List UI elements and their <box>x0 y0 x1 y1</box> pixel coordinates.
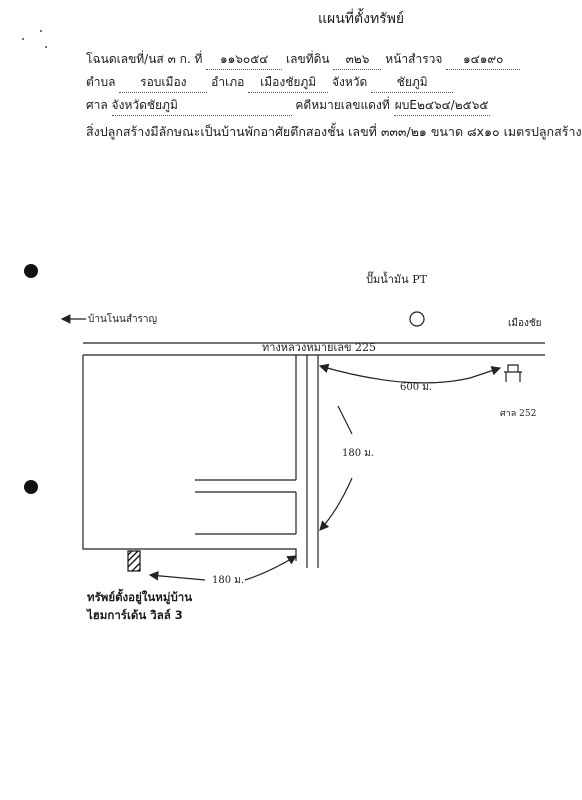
district-value: เมืองชัยภูมิ <box>248 73 329 93</box>
distance-180-bottom-label: 180 ม. <box>212 575 245 586</box>
court-row: ศาล จังหวัดชัยภูมิ คดีหมายเลขแดงที่ ผบE๒… <box>86 96 490 116</box>
deed-row: โฉนดเลขที่/นส ๓ ก. ที่ ๑๑๖๐๕๔ เลขที่ดิน … <box>86 50 521 70</box>
left-direction-label: บ้านโนนสำราญ <box>88 314 158 325</box>
binder-hole-bottom <box>24 480 38 494</box>
district-label: อำเภอ <box>211 75 245 89</box>
shrine-icon <box>504 364 522 382</box>
subdistrict-label: ตำบล <box>86 75 116 89</box>
arrow-180-vertical <box>319 477 353 531</box>
land-value: ๓๒๖ <box>333 50 382 70</box>
scan-speck <box>40 30 42 32</box>
land-label: เลขที่ดิน <box>286 52 330 66</box>
binder-hole-top <box>24 264 38 278</box>
block-outline <box>82 355 297 561</box>
gas-station-marker <box>409 311 425 327</box>
scan-speck <box>45 46 47 48</box>
arrow-180-bottom-left <box>148 570 206 581</box>
caption-line-1: ทรัพย์ตั้งอยู่ในหมู่บ้าน <box>87 590 193 604</box>
road-label: ทางหลวงหมายเลข 225 <box>262 341 376 354</box>
province-label: จังหวัด <box>332 75 368 89</box>
distance-180-label: 180 ม. <box>342 448 375 459</box>
scan-speck <box>22 38 24 40</box>
survey-value: ๑๔๑๙๐ <box>446 50 521 70</box>
right-direction-label: เมืองชัย <box>508 318 542 329</box>
location-map <box>60 311 545 581</box>
distance-600-label: 600 ม. <box>400 382 433 393</box>
gas-station-label: ปั๊มน้ำมัน PT <box>366 273 427 286</box>
property-caption: ทรัพย์ตั้งอยู่ในหมู่บ้าน ไฮมการ์เด้น วิล… <box>87 588 192 624</box>
arrow-600-right <box>469 366 502 379</box>
property-hatched-marker <box>127 550 141 572</box>
deed-label: โฉนดเลขที่/นส ๓ ก. ที่ <box>86 52 203 66</box>
court-label: ศาล <box>86 98 108 112</box>
caption-line-2: ไฮมการ์เด้น วิลล์ 3 <box>87 608 183 622</box>
building-description: สิ่งปลูกสร้างมีลักษณะเป็นบ้านพักอาศัยตึก… <box>86 124 582 139</box>
landmark-label: ศาล 252 <box>500 409 537 419</box>
arrow-600 <box>318 363 471 384</box>
case-value: ผบE๒๔๖๔/๒๕๖๕ <box>393 96 490 116</box>
subdistrict-value: รอบเมือง <box>119 73 208 93</box>
province-value: ชัยภูมิ <box>371 73 454 93</box>
arrow-180-bottom <box>244 555 298 581</box>
arrow-180-vertical-up <box>337 405 353 435</box>
case-label: คดีหมายเลขแดงที่ <box>295 98 390 112</box>
court-value: จังหวัดชัยภูมิ <box>111 96 292 116</box>
deed-value: ๑๑๖๐๕๔ <box>206 50 283 70</box>
document-title: แผนที่ตั้งทรัพย์ <box>318 11 405 27</box>
survey-label: หน้าสำรวจ <box>385 52 443 66</box>
location-row: ตำบล รอบเมือง อำเภอ เมืองชัยภูมิ จังหวัด… <box>86 73 454 93</box>
